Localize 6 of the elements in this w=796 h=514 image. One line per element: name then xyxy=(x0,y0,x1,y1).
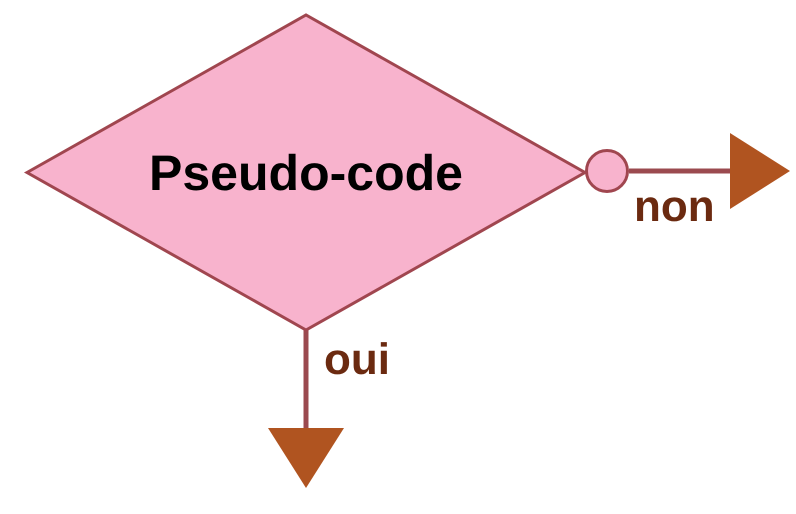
edge-label: oui xyxy=(324,338,390,382)
arrow xyxy=(629,133,790,209)
connector-circle xyxy=(585,149,629,193)
edge-label: non xyxy=(634,185,715,229)
decision-text: Pseudo-code xyxy=(149,144,463,202)
arrow xyxy=(268,330,344,488)
